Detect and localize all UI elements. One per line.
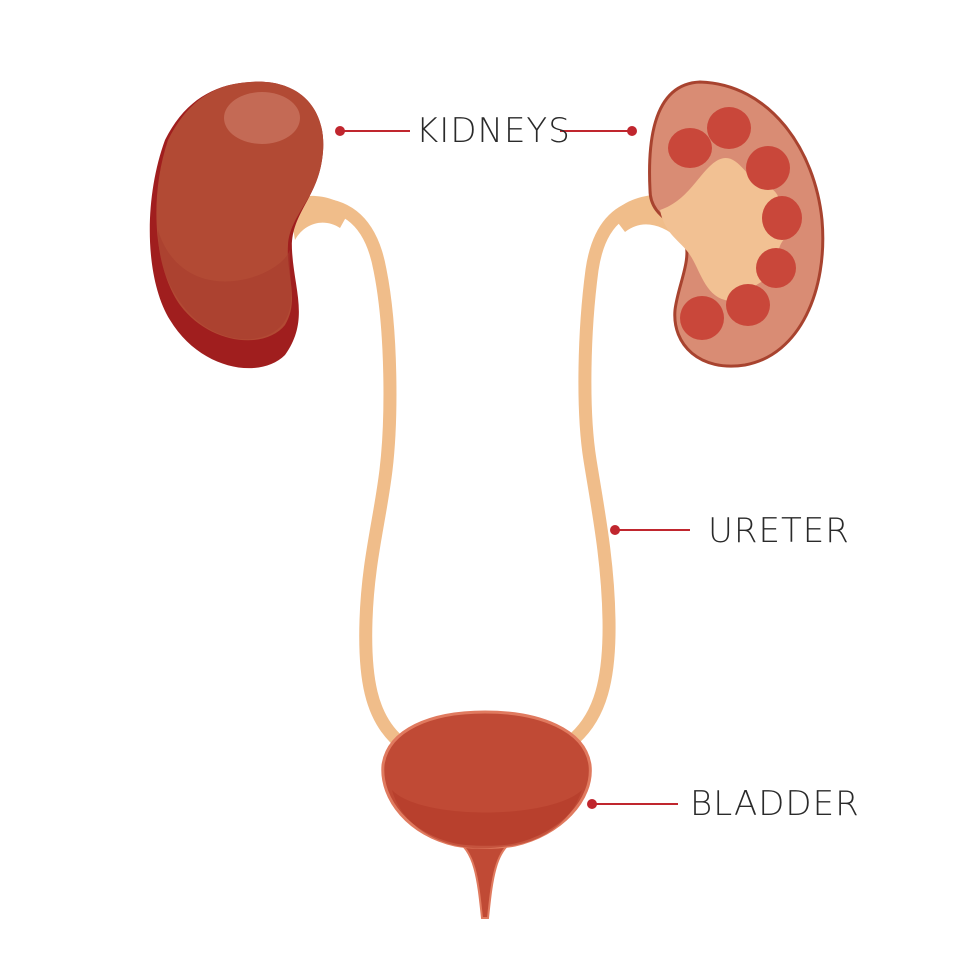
kidneys-leader-right-dot xyxy=(627,126,637,136)
kidneys-label: KIDNEYS xyxy=(416,111,571,151)
left-kidney xyxy=(149,81,324,369)
urethra xyxy=(454,839,516,919)
pyramid-5 xyxy=(756,248,796,288)
kidneys-leader-left-dot xyxy=(335,126,345,136)
renal-pyramids xyxy=(668,107,802,340)
right-ureter xyxy=(568,197,677,745)
right-kidney xyxy=(648,80,825,368)
left-kidney-midtone xyxy=(158,230,292,340)
left-ureter xyxy=(293,197,402,745)
pyramid-6 xyxy=(726,284,770,326)
bladder-label: BLADDER xyxy=(690,784,860,824)
bladder xyxy=(381,710,592,919)
bladder-shade xyxy=(392,790,582,849)
bladder-leader-dot xyxy=(587,799,597,809)
ureter-label: URETER xyxy=(708,511,850,551)
ureters xyxy=(288,194,680,745)
ureter-leader-dot xyxy=(610,525,620,535)
leader-lines xyxy=(335,126,690,809)
pyramid-4 xyxy=(762,196,802,240)
pyramid-2 xyxy=(707,107,751,149)
pyramid-3 xyxy=(746,146,790,190)
pyramid-7 xyxy=(680,296,724,340)
pyramid-1 xyxy=(668,128,712,168)
left-kidney-highlight xyxy=(224,92,300,144)
